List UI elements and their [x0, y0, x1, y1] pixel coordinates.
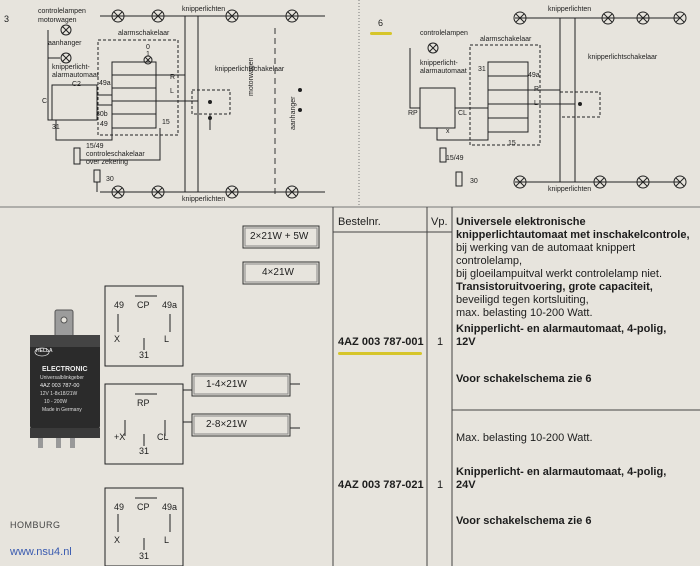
d3-term-c: C: [42, 98, 48, 105]
desc-rest2: bij gloeilampuitval werkt controlelamp n…: [456, 268, 663, 280]
diagram-6-number: 6: [378, 18, 384, 28]
d3-term-1: 1: [146, 51, 150, 58]
d3-knipperlichten-top: knipperlichten: [182, 6, 226, 13]
desc-title2: Transistoruitvoering, grote capaciteit,: [456, 281, 653, 293]
pin-top-49a: 49a: [162, 300, 178, 310]
d6-term-cl: CL: [458, 110, 467, 117]
d6-term-1549: 15/49: [446, 155, 464, 162]
relay-logo: HELLA: [36, 348, 53, 354]
row1-order-number: 4AZ 003 787-001: [338, 336, 424, 348]
d6-knipperlichtschakelaar: knipperlichtschakelaar: [588, 54, 658, 61]
pin-bot-cp: CP: [137, 502, 150, 512]
pin-mid-cl: CL: [157, 432, 169, 442]
row1-highlight: [338, 352, 422, 355]
pin-top-49: 49: [114, 300, 125, 310]
pin-mid-rp: RP: [137, 398, 150, 408]
row1-description: Knipperlicht- en alarmautomaat, 4-polig,…: [456, 323, 667, 348]
pin-mid-x: +X: [114, 432, 126, 442]
d3-term-31: 31: [52, 124, 60, 131]
d6-term-49a: 49a: [528, 72, 540, 79]
d6-automaat-label: knipperlicht- alarmautomaat: [420, 60, 467, 75]
pin-bot-49: 49: [114, 502, 125, 512]
d3-term-49a: 49a: [99, 80, 111, 87]
site-link[interactable]: www.nsu4.nl: [10, 546, 72, 558]
d6-knipperlichten-top: knipperlichten: [548, 6, 592, 13]
d6-term-r: R: [534, 86, 540, 93]
relay-line3: 4AZ 003 787-00: [40, 383, 80, 389]
relay-line6: Made in Germany: [42, 407, 82, 413]
product-description: Universele elektronische knipperlichtaut…: [456, 216, 696, 320]
pin-top-x: X: [114, 334, 121, 344]
pin-bot-31: 31: [139, 551, 150, 561]
d6-term-l: L: [534, 100, 538, 107]
desc-rest3: beveiligd tegen kortsluiting,: [456, 294, 589, 306]
d3-aanhanger-vertical: aanhanger: [290, 96, 297, 130]
d6-term-x: x: [446, 128, 450, 135]
d3-term-30: 30: [106, 176, 114, 183]
d3-knipperlichten-bottom: knipperlichten: [182, 196, 226, 203]
d6-alarmschakelaar: alarmschakelaar: [480, 36, 532, 43]
d6-knipperlichten-bottom: knipperlichten: [548, 186, 592, 193]
d6-controlelampen: controlelampen: [420, 30, 468, 37]
d3-term-30b: 30b: [96, 111, 108, 118]
pin-bot-49a: 49a: [162, 502, 178, 512]
d3-term-15: 15: [162, 119, 170, 126]
d6-term-rp: RP: [408, 110, 418, 117]
row2-vp: 1: [437, 479, 444, 491]
desc-title: Universele elektronische knipperlichtaut…: [456, 216, 690, 241]
mid-note: Max. belasting 10-200 Watt.: [456, 432, 593, 444]
pinout-frames: [104, 285, 300, 566]
relay-line2: Universalblinkgeber: [40, 375, 84, 381]
diagram-6-highlight: [370, 32, 392, 35]
d3-aanhanger: aanhanger: [48, 40, 82, 47]
col-bestelnr-header: Bestelnr.: [338, 216, 381, 228]
pin-top-31: 31: [139, 350, 150, 360]
brand-label: HOMBURG: [10, 520, 61, 530]
pin-top-l: L: [164, 334, 170, 344]
d6-term-15: 15: [508, 140, 516, 147]
d3-term-l: L: [170, 88, 174, 95]
col-vp-header: Vp.: [431, 216, 448, 228]
d3-term-49: 49: [100, 121, 108, 128]
relay-line5: 10 - 200W: [44, 399, 68, 405]
d3-motorwagen-vertical: motorwagen: [248, 57, 255, 96]
desc-rest1: bij werking van de automaat knippert con…: [456, 242, 636, 267]
relay-photo: [30, 309, 100, 448]
d3-motorwagen: motorwagen: [38, 17, 77, 24]
load-c: 1-4×21W: [206, 379, 247, 390]
d3-automaat-label: knipperlicht- alarmautomaat: [52, 64, 99, 79]
pin-bot-l: L: [164, 535, 170, 545]
d3-alarmschakelaar: alarmschakelaar: [118, 30, 170, 37]
row2-note: Voor schakelschema zie 6: [456, 515, 592, 527]
d3-term-0: 0: [146, 44, 150, 51]
desc-rest4: max. belasting 10-200 Watt.: [456, 307, 593, 319]
pin-bot-x: X: [114, 535, 121, 545]
load-b: 4×21W: [262, 267, 294, 278]
relay-line1: ELECTRONIC: [42, 366, 88, 373]
diagram-3-wiring: [47, 9, 325, 199]
row1-note: Voor schakelschema zie 6: [456, 373, 592, 385]
pin-top-cp: CP: [137, 300, 150, 310]
row2-description: Knipperlicht- en alarmautomaat, 4-polig,…: [456, 466, 667, 491]
load-d: 2-8×21W: [206, 419, 247, 430]
relay-line4: 12V 1-8x18/21W: [40, 391, 78, 397]
d3-controlelampen: controlelampen: [38, 8, 86, 15]
pin-mid-31: 31: [139, 446, 150, 456]
row1-vp: 1: [437, 336, 444, 348]
load-a: 2×21W + 5W: [250, 231, 309, 242]
d3-term-c2: C2: [72, 81, 81, 88]
load-boxes: [191, 225, 320, 437]
diagram-3-number: 3: [4, 14, 10, 24]
d3-controleschakelaar: 15/49 controleschakelaar over zekering: [86, 143, 145, 166]
d3-knipperlichtschakelaar: knipperlichtschakelaar: [215, 66, 285, 73]
row2-order-number: 4AZ 003 787-021: [338, 479, 424, 491]
d6-term-31: 31: [478, 66, 486, 73]
d6-term-30: 30: [470, 178, 478, 185]
diagram-6-wiring: [409, 11, 687, 189]
d3-term-r: R: [170, 74, 176, 81]
